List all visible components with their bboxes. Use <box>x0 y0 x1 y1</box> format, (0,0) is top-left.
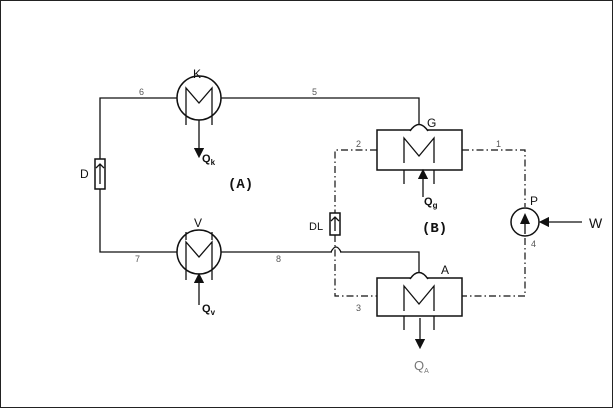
condenser-label: K <box>193 67 201 81</box>
heat-label-qg: Qg <box>424 196 438 210</box>
pipe-1 <box>462 149 526 207</box>
pipe-2 <box>334 149 377 213</box>
absorber <box>376 271 463 330</box>
generator <box>376 123 463 184</box>
condenser <box>176 75 222 125</box>
absorber-label: A <box>441 263 449 277</box>
evaporator <box>176 229 222 280</box>
pump-label: P <box>530 194 538 208</box>
state-point-8: 8 <box>276 254 281 264</box>
state-point-7: 7 <box>135 254 140 264</box>
work-label: W <box>589 215 603 231</box>
evaporator-label: V <box>194 216 202 230</box>
solution-valve-dl <box>329 212 341 236</box>
state-point-3: 3 <box>356 303 361 313</box>
pipe-dl-down <box>334 235 377 297</box>
pump <box>510 207 540 237</box>
pipe-6 <box>99 97 177 159</box>
expansion-valve-d <box>94 158 106 190</box>
valve-d-label: D <box>80 167 89 181</box>
state-point-6: 6 <box>139 87 144 97</box>
heat-label-qk: Qk <box>202 153 216 167</box>
state-point-1: 1 <box>496 139 501 149</box>
state-point-5: 5 <box>312 87 317 97</box>
generator-label: G <box>427 116 436 130</box>
pipe-5 <box>221 97 420 124</box>
pipe-8-to-absorber <box>340 251 420 279</box>
heat-label-qa: QA <box>414 358 429 375</box>
state-point-4: 4 <box>531 239 536 249</box>
circuit-a-label: (A) <box>228 177 253 193</box>
valve-dl-label: DL <box>309 221 323 233</box>
crossing-hop <box>330 246 342 253</box>
state-point-2: 2 <box>356 139 361 149</box>
pipe-4 <box>462 238 526 297</box>
circuit-b-label: (B) <box>422 221 447 237</box>
heat-label-qv: Qv <box>202 303 216 317</box>
pipe-d-down <box>99 189 177 253</box>
